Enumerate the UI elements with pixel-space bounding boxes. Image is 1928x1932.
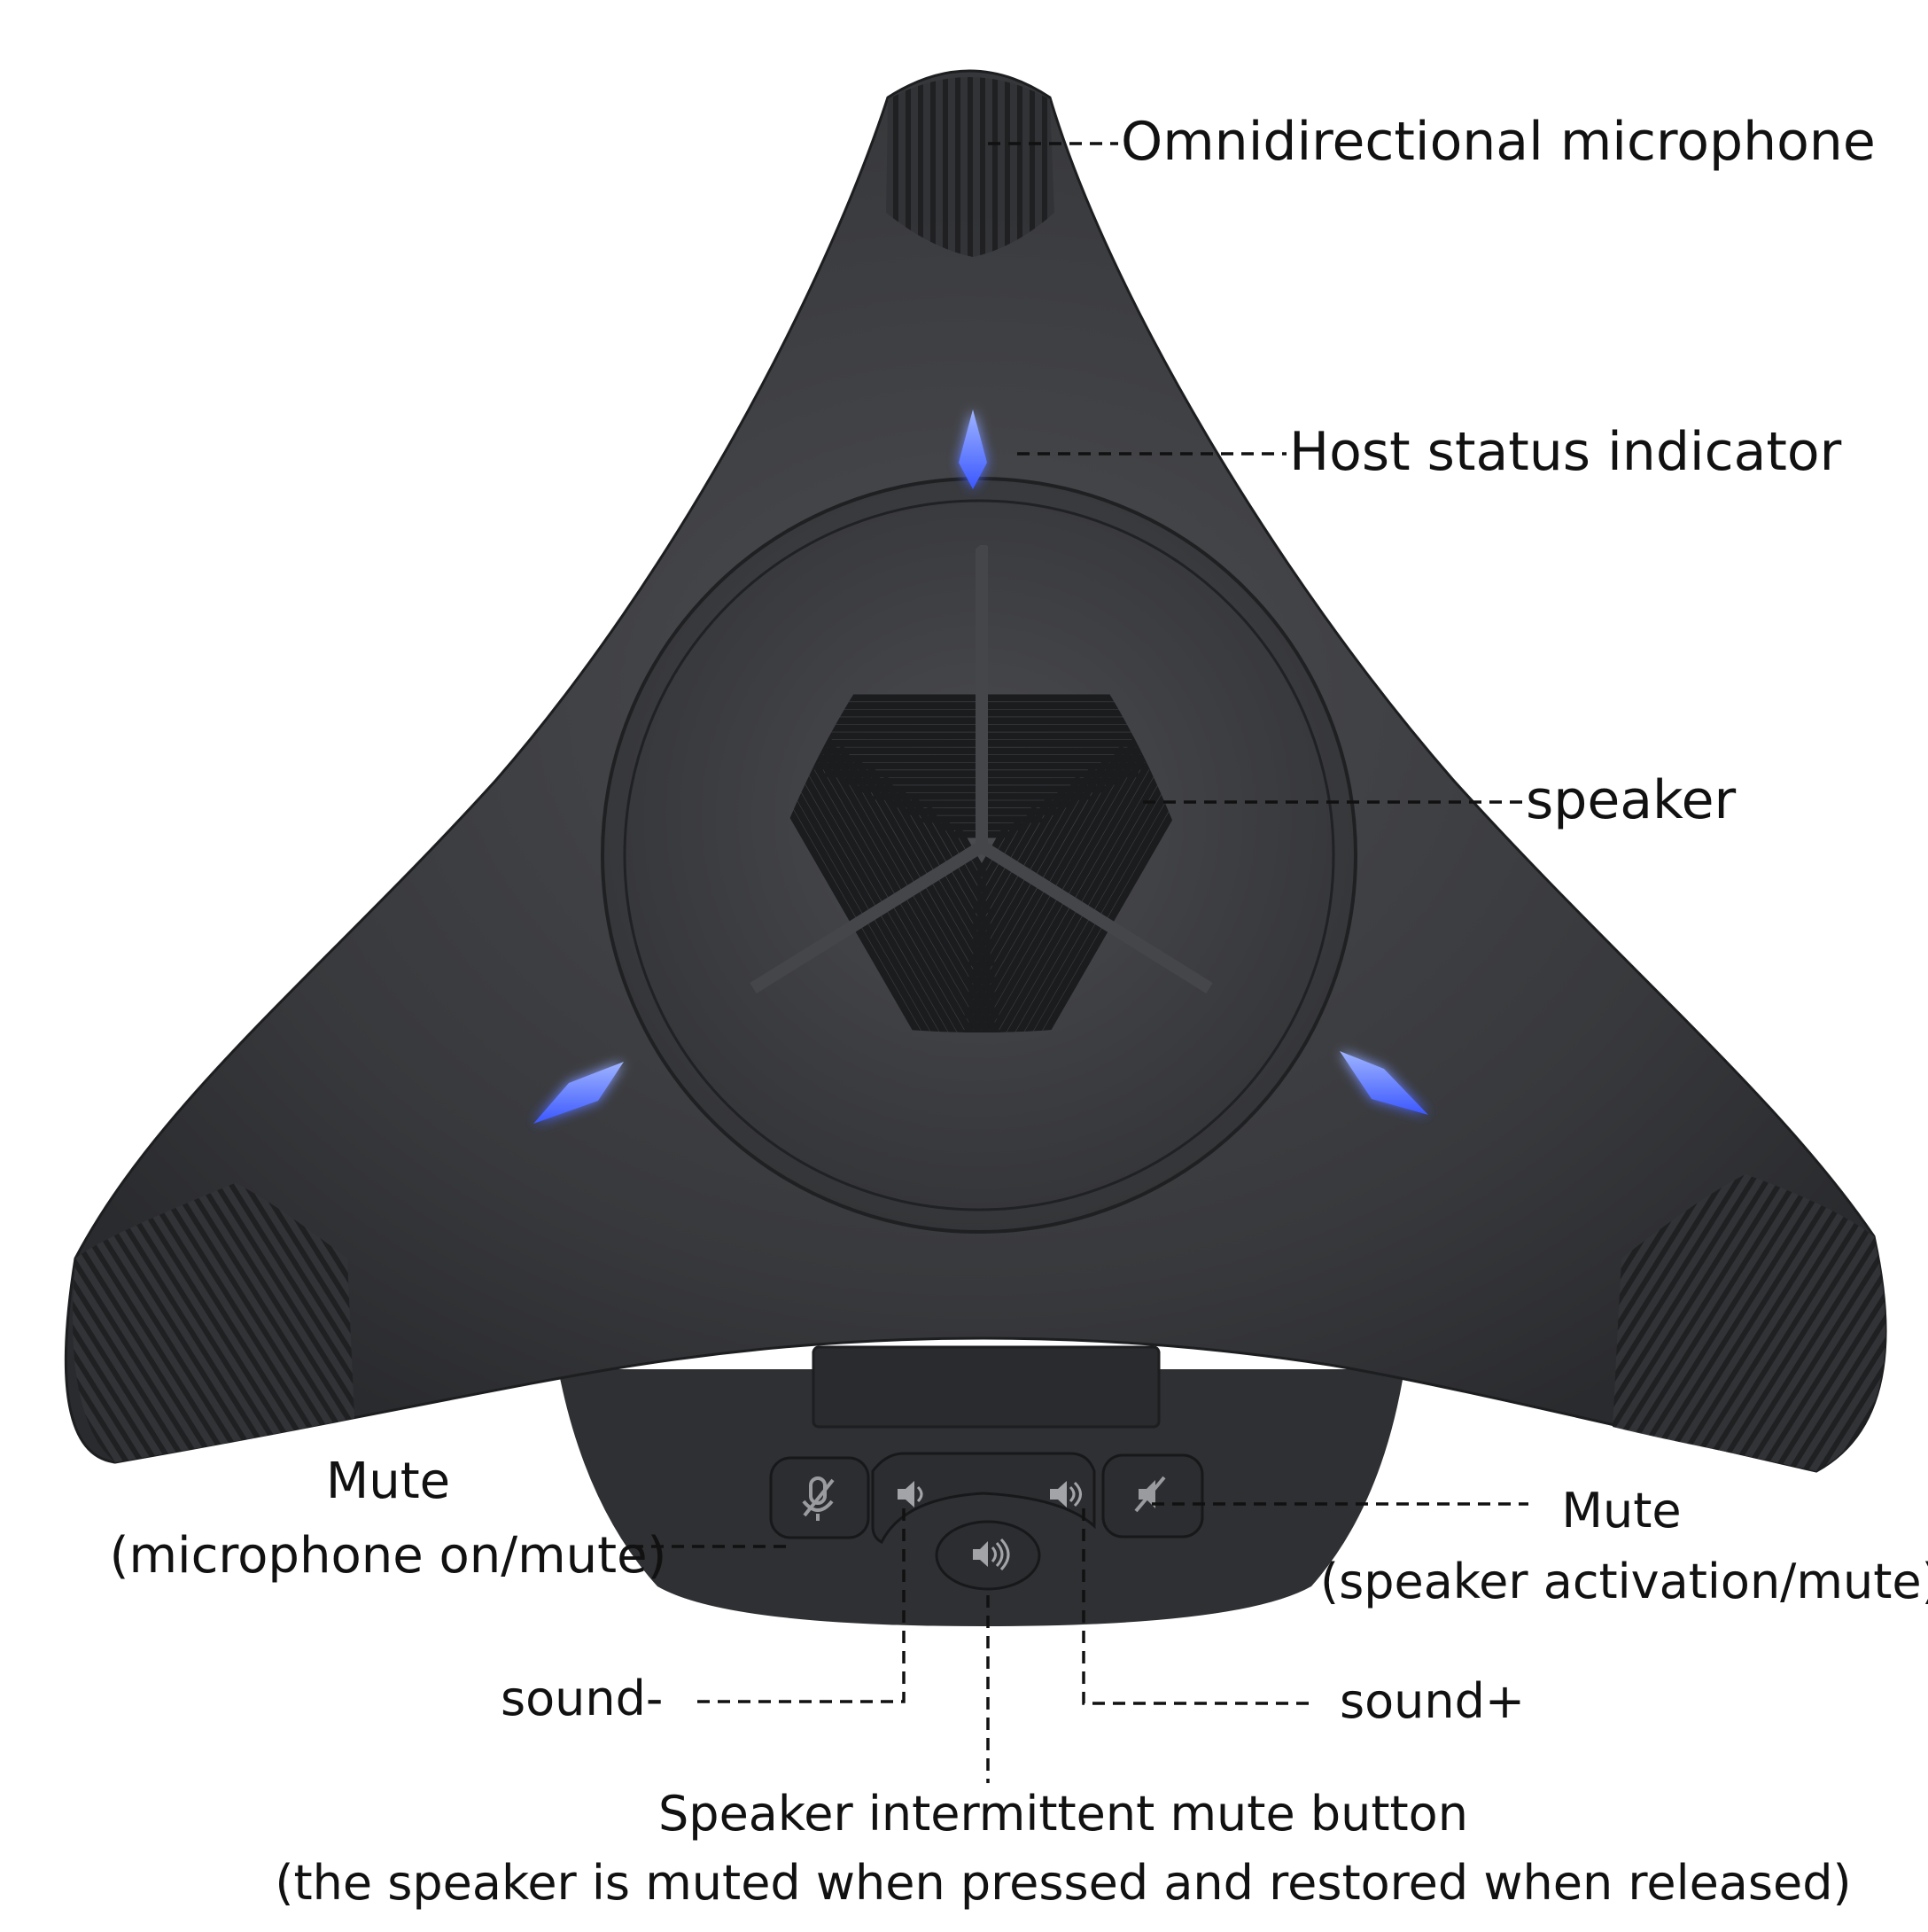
label-mute-microphone: Mute (microphone on/mute) bbox=[51, 1445, 725, 1593]
top-mic-vent bbox=[886, 77, 1054, 257]
label-sound-plus: sound+ bbox=[1340, 1673, 1525, 1729]
label-host-status-indicator: Host status indicator bbox=[1289, 421, 1841, 483]
intermittent-mute-button[interactable] bbox=[937, 1522, 1039, 1589]
label-mute-microphone-title: Mute bbox=[51, 1445, 725, 1519]
label-intermittent-title: Speaker intermittent mute button bbox=[230, 1780, 1896, 1849]
label-mute-microphone-sub: (microphone on/mute) bbox=[51, 1519, 725, 1593]
label-speaker: speaker bbox=[1526, 769, 1736, 831]
label-mute-speaker-title: Mute bbox=[1320, 1476, 1923, 1546]
label-intermittent-sub: (the speaker is muted when pressed and r… bbox=[230, 1849, 1896, 1918]
label-omnidirectional-microphone: Omnidirectional microphone bbox=[1121, 111, 1876, 173]
speaker-mute-button[interactable] bbox=[1103, 1455, 1202, 1537]
label-mute-speaker-sub: (speaker activation/mute) bbox=[1320, 1546, 1923, 1617]
label-mute-speaker: Mute (speaker activation/mute) bbox=[1320, 1476, 1923, 1617]
label-sound-minus: sound- bbox=[501, 1671, 663, 1726]
mic-mute-button[interactable] bbox=[771, 1458, 868, 1538]
display-window bbox=[813, 1347, 1159, 1427]
label-intermittent-mute: Speaker intermittent mute button (the sp… bbox=[230, 1780, 1896, 1918]
